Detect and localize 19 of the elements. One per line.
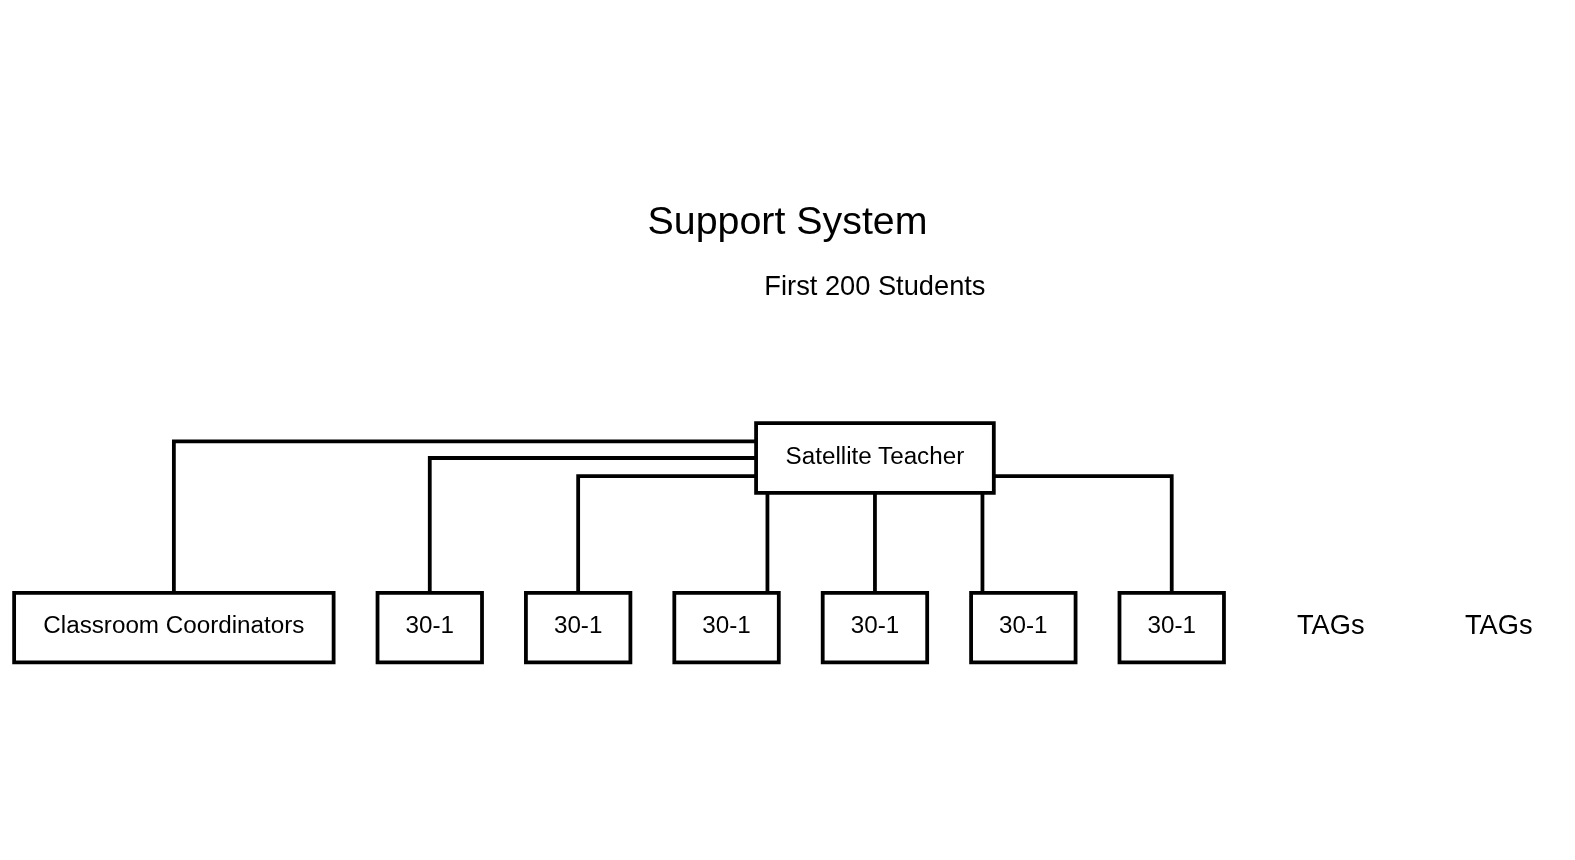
node-box: 30-1 (820, 590, 930, 665)
label: TAGs (1464, 609, 1533, 641)
label: TAGs (1296, 609, 1365, 641)
node-box: Classroom Coordinators (12, 590, 336, 665)
node-box: 30-1 (969, 590, 1078, 665)
node-box: 30-1 (524, 590, 633, 665)
connector (576, 474, 756, 593)
connector (873, 493, 877, 593)
connector (765, 493, 770, 593)
connector (171, 439, 756, 593)
connector (980, 493, 985, 593)
connector (427, 456, 756, 593)
node-box: 30-1 (1117, 590, 1226, 665)
node-box: 30-1 (672, 590, 781, 665)
label: First 200 Students (764, 270, 986, 302)
connector (993, 474, 1174, 593)
node-box: Satellite Teacher (754, 421, 996, 495)
node-box: 30-1 (375, 590, 484, 665)
diagram-title: Support System (647, 197, 928, 242)
